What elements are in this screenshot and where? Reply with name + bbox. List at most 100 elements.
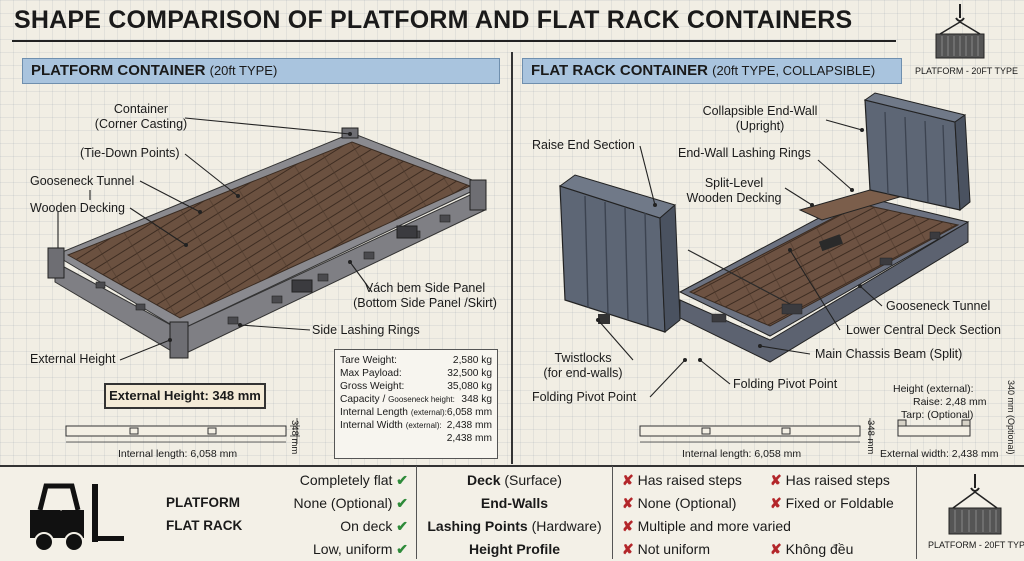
label-fr-gooseneck: Gooseneck Tunnel bbox=[886, 299, 991, 313]
label-raise-end: Raise End Section bbox=[532, 138, 635, 152]
platform-cell-text: Completely flat bbox=[299, 472, 393, 488]
spec-value: 2,580 kg bbox=[452, 355, 492, 366]
spec-key: Capacity / bbox=[340, 394, 389, 405]
label-collapsible-endwall: Collapsible End-Wall (Upright) bbox=[692, 104, 828, 134]
feature-name: Deck bbox=[467, 472, 501, 488]
platform-heading-sub: (20ft TYPE) bbox=[209, 63, 278, 78]
feature-cell: End-Walls bbox=[417, 494, 612, 512]
label-corner-casting-line2: (Corner Casting) bbox=[94, 117, 188, 131]
label-side-panel-line2: (Bottom Side Panel /Skirt) bbox=[353, 296, 497, 310]
spec-key-small: (external): bbox=[410, 408, 447, 417]
label-wooden-decking: Wooden Decking bbox=[30, 201, 125, 215]
label-corner-casting-line1: Container bbox=[113, 102, 169, 116]
spec-row: 2,438 mm bbox=[340, 432, 492, 445]
cross-icon: ✘ bbox=[770, 495, 782, 511]
spec-row: Gross Weight: 35,080 kg bbox=[340, 380, 492, 393]
spec-key-small: (external): bbox=[405, 421, 442, 430]
extra-cell: ✘ Không đều bbox=[770, 540, 853, 558]
label-chassis-beam: Main Chassis Beam (Split) bbox=[815, 347, 963, 361]
feature-qualifier: (Surface) bbox=[500, 472, 562, 488]
feature-name: Height Profile bbox=[468, 541, 560, 557]
spec-value: 35,080 kg bbox=[447, 381, 492, 392]
fr-side-note-3: Tarp: (Optional) bbox=[901, 409, 974, 421]
label-split-level: Split-Level Wooden Decking bbox=[680, 176, 788, 206]
flatrack-heading-sub: (20ft TYPE, COLLAPSIBLE) bbox=[712, 63, 876, 78]
label-folding-pivot-2: Folding Pivot Point bbox=[532, 390, 637, 404]
spec-key: Tare Weight: bbox=[340, 355, 397, 366]
platform-heading: PLATFORM CONTAINER bbox=[31, 62, 206, 79]
platform-cell: None (Optional) ✔ bbox=[250, 494, 408, 512]
spec-value: 348 kg bbox=[461, 394, 492, 405]
fr-side-note-1: Height (external): bbox=[893, 383, 974, 395]
feature-cell: Lashing Points (Hardware) bbox=[417, 517, 612, 535]
panel-divider bbox=[511, 52, 513, 464]
flatrack-cell: ✘ Has raised steps bbox=[622, 471, 742, 489]
spec-row: Capacity / Gooseneck height: 348 kg bbox=[340, 393, 492, 406]
label-split-line2: Wooden Decking bbox=[686, 191, 782, 205]
check-icon: ✔ bbox=[396, 518, 408, 534]
spec-key: Internal Width bbox=[340, 420, 406, 431]
fr-dim-width: External width: 2,438 mm bbox=[880, 448, 999, 460]
fr-dim-height-alt-1: 340 mm bbox=[1006, 380, 1016, 413]
extra-cell-text: Has raised steps bbox=[785, 472, 890, 488]
fr-side-note-2: Raise: 2,48 mm bbox=[913, 396, 987, 408]
cross-icon: ✘ bbox=[622, 472, 634, 488]
platform-cell-text: None (Optional) bbox=[293, 495, 393, 511]
feature-name: End-Walls bbox=[480, 495, 549, 511]
spec-value: 32,500 kg bbox=[447, 368, 492, 379]
flatrack-cell-text: Has raised steps bbox=[637, 472, 742, 488]
label-twistlocks-line2: (for end-walls) bbox=[543, 366, 623, 380]
flatrack-banner: FLAT RACK CONTAINER (20ft TYPE, COLLAPSI… bbox=[522, 58, 902, 84]
flatrack-container-illustration bbox=[558, 92, 971, 444]
platform-dim-length: Internal length: 6,058 mm bbox=[118, 448, 238, 460]
flatrack-cell: ✘ Multiple and more varied bbox=[622, 517, 791, 535]
platform-cell-text: Low, uniform bbox=[313, 541, 393, 557]
spec-value: 6,058 mm bbox=[446, 407, 493, 418]
row-label-platform: PLATFORM bbox=[166, 495, 240, 510]
cross-icon: ✘ bbox=[770, 541, 782, 557]
corner-badge-top: PLATFORM - 20FT TYPE bbox=[915, 66, 1019, 76]
cross-icon: ✘ bbox=[622, 495, 634, 511]
platform-container-illustration bbox=[47, 117, 487, 444]
fr-dim-height: 348 mm bbox=[865, 420, 876, 455]
label-collapsible-line2: (Upright) bbox=[735, 119, 785, 133]
spec-key-small: Gooseneck height: bbox=[388, 395, 455, 404]
feature-cell: Deck (Surface) bbox=[417, 471, 612, 489]
check-icon: ✔ bbox=[396, 472, 408, 488]
spec-key: Gross Weight: bbox=[340, 381, 405, 392]
table-divider-2 bbox=[612, 466, 613, 559]
flatrack-cell-text: Multiple and more varied bbox=[637, 518, 791, 534]
fr-dim-height-alt-2: (Optional) bbox=[1006, 415, 1016, 455]
label-side-panel: Vách bem Side Panel (Bottom Side Panel /… bbox=[340, 281, 510, 311]
label-folding-pivot-1: Folding Pivot Point bbox=[733, 377, 838, 391]
spec-key: Internal Length bbox=[340, 407, 411, 418]
label-twistlocks: Twistlocks (for end-walls) bbox=[528, 351, 638, 381]
platform-spec-box: Tare Weight: 2,580 kg Max Payload: 32,500 … bbox=[334, 349, 498, 459]
label-endwall-lashing: End-Wall Lashing Rings bbox=[678, 146, 811, 160]
check-icon: ✔ bbox=[396, 541, 408, 557]
label-collapsible-line1: Collapsible End-Wall bbox=[702, 104, 818, 118]
feature-name: Lashing Points bbox=[427, 518, 528, 534]
table-divider-1 bbox=[416, 466, 417, 559]
corner-badge-bottom: PLATFORM - 20FT TYPE bbox=[928, 540, 1024, 550]
label-side-panel-line1: Vách bem Side Panel bbox=[364, 281, 486, 295]
title-underline bbox=[12, 40, 896, 42]
spec-key: Max Payload: bbox=[340, 368, 402, 379]
label-tie-down: (Tie-Down Points) bbox=[80, 146, 180, 160]
label-external-height: External Height bbox=[30, 352, 116, 366]
flatrack-cell-text: Not uniform bbox=[637, 541, 710, 557]
feature-cell: Height Profile bbox=[417, 540, 612, 558]
extra-cell: ✘ Fixed or Foldable bbox=[770, 494, 894, 512]
platform-cell-text: On deck bbox=[340, 518, 393, 534]
fr-dim-length: Internal length: 6,058 mm bbox=[682, 448, 802, 460]
flatrack-cell-text: None (Optional) bbox=[637, 495, 737, 511]
external-height-callout: External Height: 348 mm bbox=[104, 383, 266, 409]
comparison-table bbox=[0, 465, 1024, 561]
spec-row: Internal Length (external):6,058 mm bbox=[340, 406, 492, 419]
label-side-lashing: Side Lashing Rings bbox=[312, 323, 420, 337]
forklift-icon bbox=[26, 480, 126, 552]
row-label-flatrack: FLAT RACK bbox=[166, 518, 243, 533]
spec-value: 2,438 mm bbox=[446, 433, 492, 444]
page-title: SHAPE COMPARISON OF PLATFORM AND FLAT RA… bbox=[14, 6, 853, 34]
cross-icon: ✘ bbox=[770, 472, 782, 488]
